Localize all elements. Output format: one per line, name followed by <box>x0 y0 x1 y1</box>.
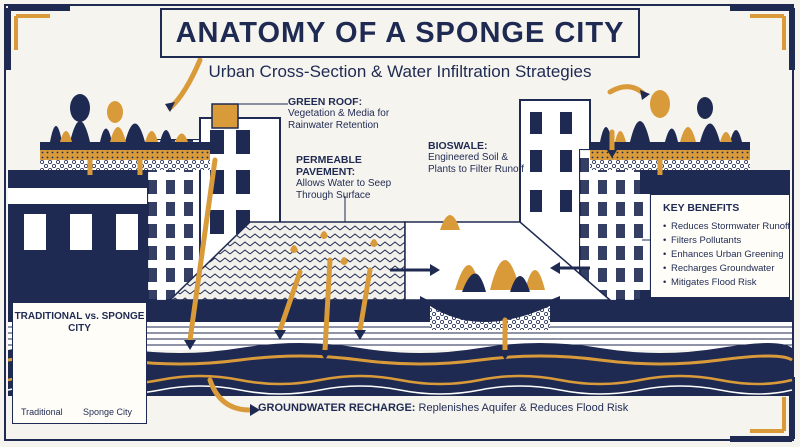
bioswale <box>404 215 613 330</box>
title-box: ANATOMY OF A SPONGE CITY <box>160 8 640 58</box>
list-item: Filters Pollutants <box>663 234 781 248</box>
comparison-panel: TRADITIONAL vs. SPONGE CITY Traditional … <box>12 302 147 424</box>
callout-bioswale-text: Engineered Soil & Plants to Filter Runof… <box>428 152 524 175</box>
callout-bioswale-title: BIOSWALE: <box>428 140 488 152</box>
comparison-label-traditional: Traditional <box>21 407 63 417</box>
callout-bioswale: BIOSWALE: Engineered Soil & Plants to Fi… <box>428 140 528 176</box>
callout-permeable-pavement-text: Allows Water to Seep Through Surface <box>296 178 392 201</box>
list-item: Mitigates Flood Risk <box>663 276 781 290</box>
groundwater-title: GROUNDWATER RECHARGE: <box>258 402 416 414</box>
outer-frame <box>4 4 794 441</box>
left-green-roof <box>40 94 210 170</box>
key-benefits-panel: KEY BENEFITS Reduces Stormwater Runoff F… <box>650 194 790 298</box>
page-subtitle: Urban Cross-Section & Water Infiltration… <box>208 62 592 81</box>
page-title: ANATOMY OF A SPONGE CITY <box>175 16 625 49</box>
callout-green-roof-title: GREEN ROOF: <box>288 96 363 108</box>
right-green-roof <box>590 90 750 170</box>
comparison-title: TRADITIONAL vs. SPONGE CITY <box>14 311 145 334</box>
callout-green-roof: GREEN ROOF: Vegetation & Media for Rainw… <box>288 96 428 132</box>
list-item: Reduces Stormwater Runoff <box>663 220 790 234</box>
callout-green-roof-text: Vegetation & Media for Rainwater Retenti… <box>288 108 390 131</box>
callout-permeable-pavement-title: PERMEABLE PAVEMENT: <box>296 154 362 178</box>
key-benefits-list: Reduces Stormwater Runoff Filters Pollut… <box>663 220 790 290</box>
groundwater-recharge-caption: GROUNDWATER RECHARGE: Replenishes Aquife… <box>258 402 628 414</box>
list-item: Recharges Groundwater <box>663 262 781 276</box>
runoff-arrows <box>390 262 590 276</box>
list-item: Enhances Urban Greening <box>663 248 784 262</box>
corner-decoration-top-left <box>5 5 70 70</box>
key-benefits-title: KEY BENEFITS <box>663 202 740 214</box>
arrowheads <box>85 90 665 416</box>
right-buildings <box>519 99 790 301</box>
comparison-label-sponge-city: Sponge City <box>83 407 133 417</box>
callout-leaders <box>236 103 650 241</box>
callout-permeable-pavement: PERMEABLE PAVEMENT: Allows Water to Seep… <box>296 154 416 202</box>
corner-decoration-top-right <box>730 5 795 70</box>
groundwater-text: Replenishes Aquifer & Reduces Flood Risk <box>418 402 629 414</box>
